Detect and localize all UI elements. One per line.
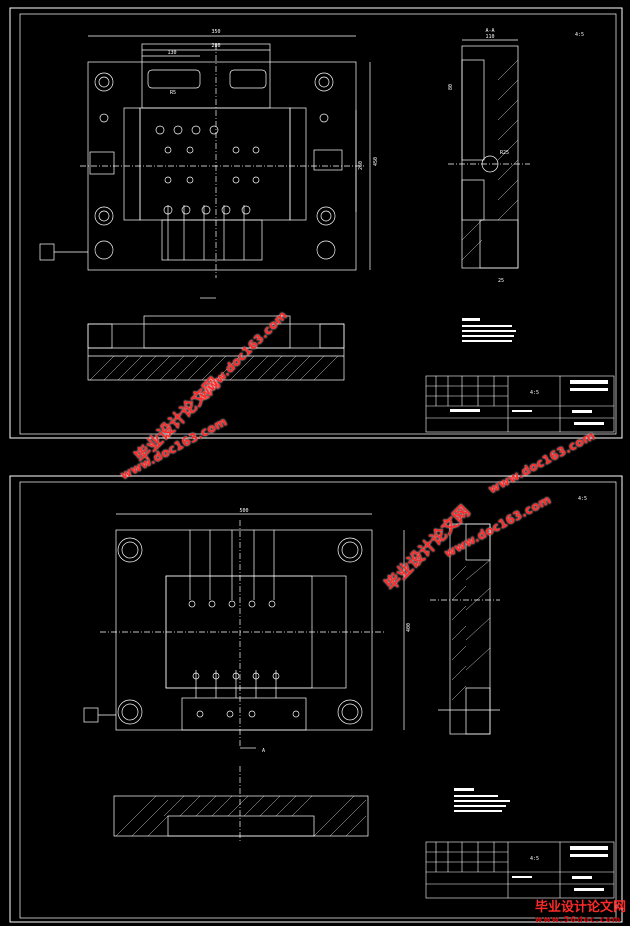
dim-width-top: 350 xyxy=(211,29,220,35)
dim2-height-right: 400 xyxy=(406,623,412,632)
dim-section-25: 25 xyxy=(498,278,504,284)
title-block-2-scale: 4:5 xyxy=(530,856,539,862)
logo-cn: 毕业设计论文网 xyxy=(534,900,626,915)
dim-pocket-r: R5 xyxy=(170,90,176,96)
cad-drawing-1: 350 280 130 R5 450 260 xyxy=(9,7,623,439)
elevation-view xyxy=(87,315,345,381)
elevation-hatch xyxy=(89,355,339,381)
drawing-sheet-1: 350 280 130 R5 450 260 xyxy=(0,0,630,446)
elevation-view-2 xyxy=(113,766,369,842)
section-view-2 xyxy=(430,523,500,735)
title-block xyxy=(425,375,615,433)
section-view xyxy=(448,39,530,269)
dim-section-r: R25 xyxy=(500,150,509,156)
section-label-aa: A-A xyxy=(485,28,494,34)
technical-notes xyxy=(462,318,516,342)
title-block-scale: 4:5 xyxy=(530,390,539,396)
dim-height-right: 450 xyxy=(373,157,379,166)
sheet1-corner-scale: 4:5 xyxy=(575,32,584,38)
logo-url: www.56doc.com xyxy=(534,915,622,924)
technical-notes-2 xyxy=(454,788,510,812)
dim-height-inner: 260 xyxy=(358,161,364,170)
plan-view xyxy=(39,35,371,299)
site-logo: 毕业设计论文网 www.56doc.com xyxy=(535,896,626,924)
section-label-a: A xyxy=(262,748,265,754)
section-hatch xyxy=(461,59,519,261)
section-hatch-2 xyxy=(451,559,491,701)
dim-section-l1: 80 xyxy=(448,84,454,90)
cad-drawing-2: 500 400 A 4:5 xyxy=(9,475,623,923)
drawing-sheet-2: 500 400 A 4:5 xyxy=(0,470,630,926)
dim-inner-top: 280 xyxy=(211,43,220,49)
title-block-text xyxy=(450,380,608,425)
sheet2-corner-scale: 4:5 xyxy=(578,496,587,502)
dim-left-pocket: 130 xyxy=(167,50,176,56)
dim2-width-top: 500 xyxy=(239,508,248,514)
elevation-hatch-2 xyxy=(115,795,367,837)
dim-section-width: 110 xyxy=(485,34,494,40)
title-block-2 xyxy=(425,841,615,899)
plan-view-2 xyxy=(83,513,405,749)
title-block-2-text xyxy=(512,846,608,891)
